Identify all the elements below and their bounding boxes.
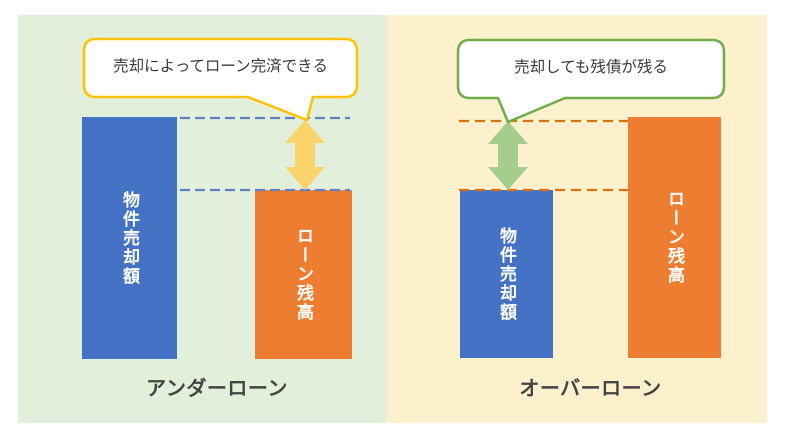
property-sale-bar-over: 物件売却額 <box>460 190 553 358</box>
loan-balance-bar-label: ローン残高 <box>294 227 313 322</box>
property-sale-bar-label: 物件売却額 <box>120 190 139 286</box>
loan-balance-bar-label: ローン残高 <box>665 190 684 285</box>
over-loan-callout-text: 売却しても残債が残る <box>514 58 668 76</box>
property-sale-bar-under: 物件売却額 <box>82 117 177 359</box>
over-loan-title: オーバーローン <box>519 377 662 400</box>
loan-balance-bar-over: ローン残高 <box>628 117 721 358</box>
property-sale-bar-label: 物件売却額 <box>497 226 516 322</box>
under-loan-callout-text: 売却によってローン完済できる <box>113 57 328 75</box>
loan-balance-bar-under: ローン残高 <box>255 190 352 359</box>
under-loan-title: アンダーローン <box>146 377 288 400</box>
